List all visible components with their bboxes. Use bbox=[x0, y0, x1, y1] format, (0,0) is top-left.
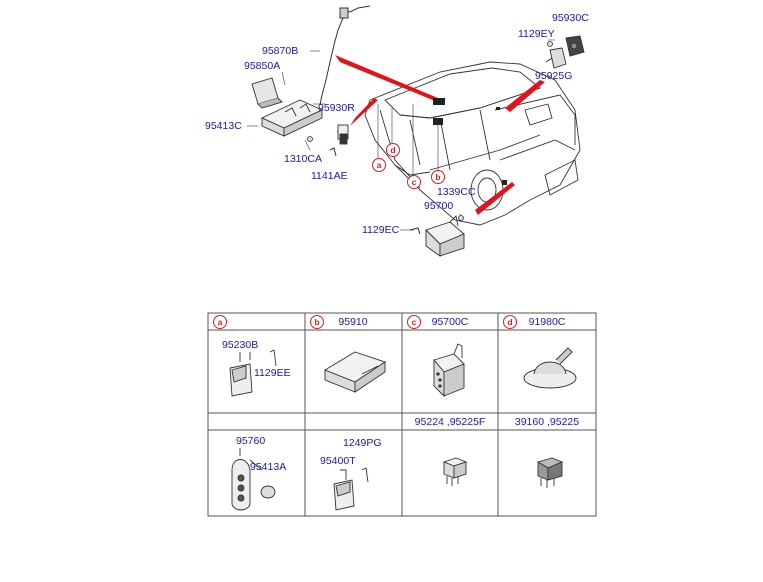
leader-lines bbox=[247, 39, 556, 231]
antenna-cable bbox=[319, 5, 371, 106]
cell-f-relay bbox=[333, 467, 369, 511]
module-95700 bbox=[425, 215, 465, 257]
callout-95413c[interactable]: 95413C bbox=[205, 120, 242, 132]
cell-h-relay bbox=[536, 457, 564, 488]
label-95230b[interactable]: 95230B bbox=[222, 339, 259, 351]
screw-1310ca bbox=[307, 136, 313, 142]
sensor-95930r bbox=[337, 124, 349, 145]
leader-wedges bbox=[335, 55, 545, 215]
callout-95925g[interactable]: 95925G bbox=[535, 70, 573, 82]
table-tag-b: b bbox=[310, 315, 324, 329]
car-parts-markers bbox=[433, 98, 507, 185]
screw-1129ec bbox=[409, 227, 421, 235]
table-tag-a: a bbox=[213, 315, 227, 329]
bracket-95925g bbox=[545, 47, 567, 69]
cell-e-keyfob bbox=[231, 448, 276, 511]
callout-95870b[interactable]: 95870B bbox=[262, 45, 299, 57]
callout-1129ey[interactable]: 1129EY bbox=[518, 28, 555, 40]
callout-95930r[interactable]: 95930R bbox=[318, 102, 355, 114]
label-1249pg[interactable]: 1249PG bbox=[343, 437, 382, 449]
cell-a-relay bbox=[229, 349, 277, 397]
label-95760[interactable]: 95760 bbox=[236, 435, 266, 447]
header-95224-95225f[interactable]: 95224 ,95225F bbox=[414, 416, 486, 428]
cell-c-relay bbox=[433, 343, 465, 398]
header-95700c[interactable]: 95700C bbox=[431, 316, 469, 328]
module-95850a bbox=[251, 77, 283, 109]
callout-1129ec[interactable]: 1129EC bbox=[362, 224, 400, 236]
sensor-95930c bbox=[565, 35, 585, 57]
callout-95850a[interactable]: 95850A bbox=[244, 60, 281, 72]
bolt-1141ae bbox=[329, 147, 337, 157]
callout-1141ae[interactable]: 1141AE bbox=[311, 170, 348, 182]
table-tag-d: d bbox=[503, 315, 517, 329]
cell-d-grommet bbox=[523, 347, 577, 389]
callout-95700[interactable]: 95700 bbox=[424, 200, 454, 212]
label-95413a[interactable]: 95413A bbox=[250, 461, 287, 473]
screw-1129ey bbox=[547, 41, 553, 47]
callout-1310ca[interactable]: 1310CA bbox=[284, 153, 322, 165]
header-39160-95225[interactable]: 39160 ,95225 bbox=[514, 416, 580, 428]
header-95910[interactable]: 95910 bbox=[338, 316, 368, 328]
screw-1339cc bbox=[458, 215, 464, 221]
parts-table bbox=[207, 312, 597, 517]
ecu-95413c bbox=[260, 99, 324, 137]
header-91980c[interactable]: 91980C bbox=[528, 316, 566, 328]
marker-b[interactable]: b bbox=[431, 170, 445, 184]
cell-g-relay bbox=[442, 457, 468, 486]
table-tag-c: c bbox=[407, 315, 421, 329]
callout-95930c[interactable]: 95930C bbox=[552, 12, 589, 24]
marker-a[interactable]: a bbox=[372, 158, 386, 172]
cell-b-module bbox=[323, 351, 387, 393]
label-95400t[interactable]: 95400T bbox=[320, 455, 356, 467]
marker-d[interactable]: d bbox=[386, 143, 400, 157]
marker-c[interactable]: c bbox=[407, 175, 421, 189]
label-1129ee[interactable]: 1129EE bbox=[254, 367, 291, 379]
callout-1339cc[interactable]: 1339CC bbox=[437, 186, 476, 198]
